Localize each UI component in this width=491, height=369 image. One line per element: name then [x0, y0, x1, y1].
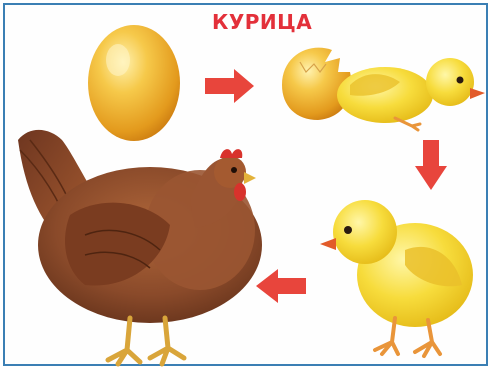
arrow-down-icon	[415, 140, 447, 190]
hen-icon	[18, 130, 262, 364]
arrow-left-icon	[256, 269, 306, 303]
hatching-chick-icon	[282, 48, 485, 130]
arrow-right-icon	[205, 69, 254, 103]
chick-icon	[320, 200, 473, 356]
egg-icon	[88, 25, 180, 141]
